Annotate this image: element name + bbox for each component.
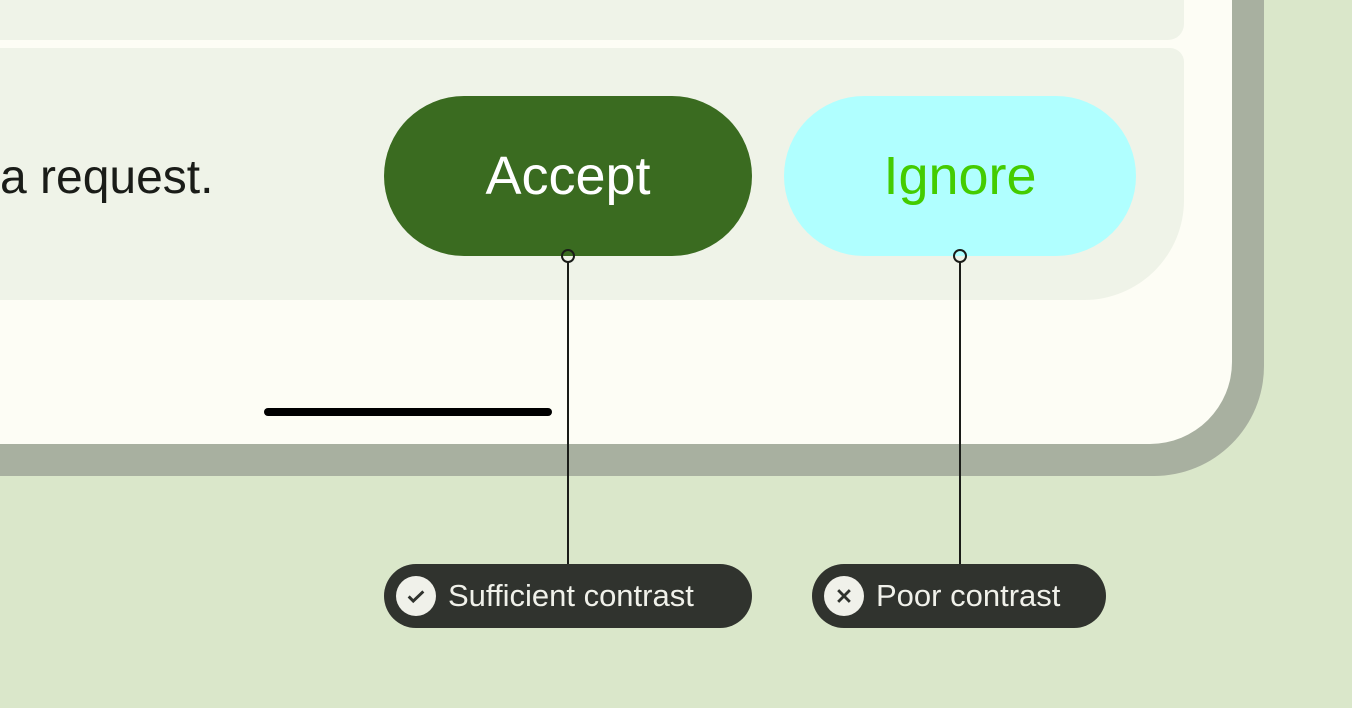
home-indicator[interactable] <box>264 408 552 416</box>
accept-button[interactable]: Accept <box>384 96 752 256</box>
top-card <box>0 0 1184 40</box>
chip-label: Poor contrast <box>876 578 1061 613</box>
sufficient-contrast-chip: Sufficient contrast <box>384 564 752 628</box>
annotation-anchor <box>953 249 967 263</box>
annotation-line <box>567 262 569 564</box>
annotation-anchor <box>561 249 575 263</box>
request-message: a request. <box>0 151 214 204</box>
chip-label: Sufficient contrast <box>448 578 694 613</box>
annotation-line <box>959 262 961 564</box>
poor-contrast-chip: Poor contrast <box>812 564 1106 628</box>
check-circle-icon <box>396 576 436 616</box>
ignore-button[interactable]: Ignore <box>784 96 1136 256</box>
close-circle-icon <box>824 576 864 616</box>
